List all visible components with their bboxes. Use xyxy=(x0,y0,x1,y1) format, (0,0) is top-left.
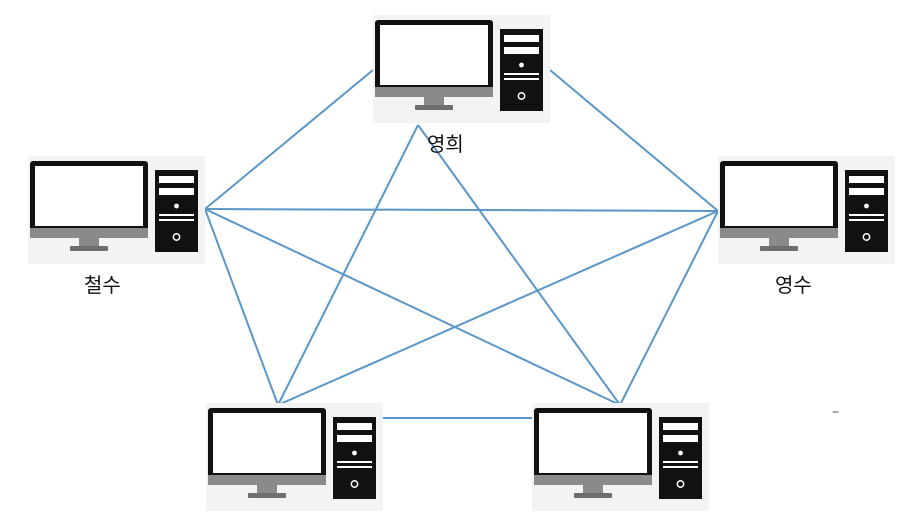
pc-tower-icon xyxy=(333,417,376,499)
stray-dash-mark: – xyxy=(832,404,839,420)
edge-left-bottom-left xyxy=(204,208,279,406)
pc-tower-icon xyxy=(659,417,702,499)
edges-layer xyxy=(204,69,719,419)
edge-right-bottom-right xyxy=(619,210,719,406)
edge-left-bottom-right xyxy=(204,208,621,406)
pc-tower-icon xyxy=(845,170,888,252)
node-label-left: 철수 xyxy=(84,273,121,297)
node-left xyxy=(28,156,205,264)
edge-top-bottom-left xyxy=(277,124,419,406)
node-label-top: 영희 xyxy=(427,132,464,156)
edge-top-left xyxy=(204,69,374,210)
desktop-computer-icon xyxy=(534,408,652,498)
nodes-layer xyxy=(28,15,895,511)
desktop-computer-icon xyxy=(375,20,493,110)
pc-tower-icon xyxy=(500,29,543,111)
desktop-computer-icon xyxy=(30,161,148,251)
desktop-computer-icon xyxy=(720,161,838,251)
edge-left-right xyxy=(204,208,719,212)
edge-top-right xyxy=(549,69,719,212)
node-right xyxy=(718,156,895,264)
node-label-right: 영수 xyxy=(775,273,812,297)
edge-top-bottom-right xyxy=(417,124,621,406)
pc-tower-icon xyxy=(155,170,198,252)
node-top xyxy=(373,15,550,123)
edge-right-bottom-left xyxy=(277,210,719,406)
node-bottom-left xyxy=(206,403,383,511)
node-bottom-right xyxy=(532,403,709,511)
desktop-computer-icon xyxy=(208,408,326,498)
